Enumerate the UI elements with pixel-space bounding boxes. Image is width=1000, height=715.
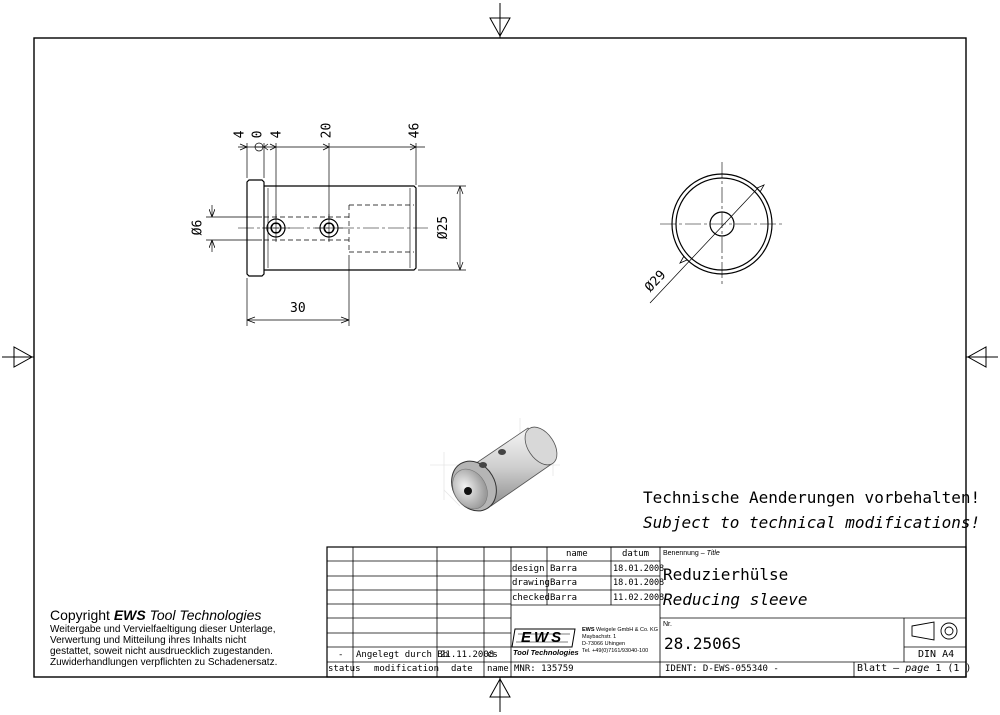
header-modification: modification: [374, 664, 440, 674]
title-label: Benennung – Title: [663, 550, 720, 557]
company-name-rest: Weigele GmbH & Co. KG: [594, 627, 659, 633]
centering-mark-left: [2, 346, 34, 368]
header-date: date: [451, 664, 473, 674]
company-street: Maybachstr. 1: [582, 634, 617, 640]
centering-mark-bottom: [489, 677, 511, 712]
company-logo: [511, 628, 576, 648]
copyright-line: Zuwiderhandlungen verpflichten zu Schade…: [50, 657, 278, 668]
projection-symbol: [911, 621, 958, 641]
approval-role: drawing: [512, 578, 550, 588]
title-de: Reduzierhülse: [663, 565, 789, 584]
sheet-value: 1 (1 ): [935, 663, 972, 674]
centering-mark-top: [489, 3, 511, 38]
dim-46: 46: [407, 122, 423, 139]
ident-number: IDENT: D-EWS-055340 -: [665, 664, 779, 674]
company-name-bold: EWS: [582, 627, 595, 633]
company-city: D-73066 Uhingen: [582, 641, 626, 647]
approval-name: Barra: [550, 593, 578, 603]
revision-modification: Angelegt durch Bb: [356, 650, 449, 660]
approval-date: 18.01.2008: [613, 578, 665, 588]
dim-4-right: 4: [269, 130, 285, 139]
dim-diameter-6: Ø6: [190, 219, 206, 236]
dim-20: 20: [319, 122, 335, 139]
company-tel: Tel. +49(0)7161/93040-100: [582, 648, 649, 654]
copyright-heading: Copyright EWS Tool Technologies: [50, 608, 261, 622]
sheet-info: Blatt – page 1 (1 ): [857, 664, 971, 674]
mnr-number: MNR: 135759: [514, 664, 574, 674]
approval-date: 11.02.2008: [613, 593, 665, 603]
copyright-line: Weitergabe und Vervielfaeltigung dieser …: [50, 624, 276, 635]
dim-4-left: 4: [232, 130, 248, 139]
logo-subtitle: Tool Technologies: [513, 648, 579, 657]
notice-en: Subject to technical modifications!: [643, 513, 981, 532]
company-name: EWS Weigele GmbH & Co. KG: [582, 627, 659, 634]
header-name: name: [487, 664, 509, 674]
drawing-number: 28.2506S: [664, 634, 742, 653]
title-block-grid: [326, 546, 967, 678]
nr-label: Nr.: [663, 621, 672, 628]
title-label-de: Benennung –: [663, 550, 705, 557]
title-label-en: Title: [706, 550, 720, 557]
centering-mark-right: [966, 346, 998, 368]
approval-name: Barra: [550, 564, 578, 574]
front-view: [649, 162, 784, 304]
sheet-label: Blatt –: [857, 663, 900, 674]
notice-de: Technische Aenderungen vorbehalten!: [643, 488, 981, 507]
approvals-header-name: name: [566, 549, 588, 559]
isometric-render: [430, 418, 560, 512]
approval-role: checked: [512, 593, 550, 603]
sheet-label-en: page: [905, 663, 930, 674]
approvals-header-date: datum: [622, 549, 650, 559]
side-view: [238, 179, 428, 277]
logo-text: EWS: [521, 629, 565, 646]
drawing-border: [33, 37, 967, 678]
side-view-dimensions: [206, 142, 466, 326]
dim-0: 0: [250, 130, 266, 139]
approval-role: design: [512, 564, 545, 574]
approval-name: Barra: [550, 578, 578, 588]
copyright-line: gestattet, soweit nicht ausdruecklich zu…: [50, 646, 273, 657]
header-status: status: [328, 664, 361, 674]
copyright-suffix: Tool Technologies: [145, 607, 262, 623]
title-en: Reducing sleeve: [663, 590, 808, 609]
paper-format: DIN A4: [918, 649, 955, 660]
dim-30: 30: [290, 301, 306, 316]
revision-name: cs: [487, 650, 498, 660]
dim-diameter-25: Ø25: [436, 215, 452, 240]
copyright-line: Verwertung und Mitteilung ihres Inhalts …: [50, 635, 247, 646]
revision-status: -: [338, 650, 344, 660]
approval-date: 18.01.2008: [613, 564, 665, 574]
copyright-prefix: Copyright: [50, 607, 114, 623]
copyright-brand: EWS: [113, 607, 146, 623]
revision-date: 21.11.2008: [440, 650, 495, 660]
